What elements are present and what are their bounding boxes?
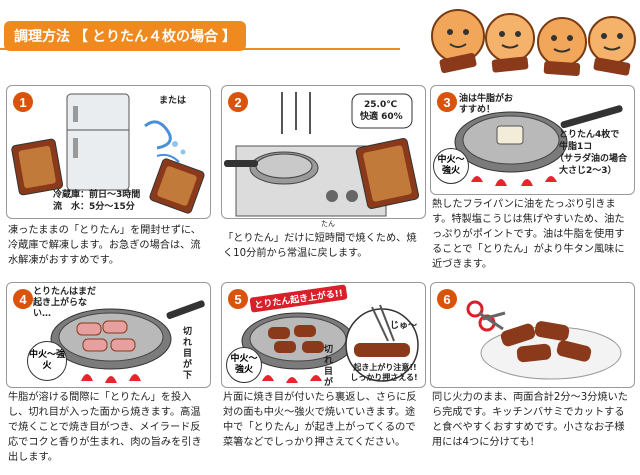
step-5-illustration: 5 とりたん起き上がる!! 中火〜強火 切れ目が上 じゅ〜 起き上がり注意!! …	[221, 282, 426, 388]
cut-label: 切れ目が下	[183, 327, 193, 381]
humid-label: 快適 60%	[360, 112, 403, 122]
step-6: 6 同じ火力のまま、両面合計2分〜3分焼いたら完成です。キッチンバサミでカットす…	[430, 282, 635, 472]
stove-illustration	[224, 92, 420, 217]
header-bracket-open: 【	[74, 29, 88, 45]
step-2: 2 25.0℃ 快適 60% たん 「とりたん」だけに短時間で焼くため、焼く10…	[221, 85, 426, 270]
step-number: 4	[13, 289, 33, 309]
fire-label: 中火〜強火	[437, 155, 465, 176]
step-2-illustration: 2 25.0℃ 快適 60%	[221, 85, 426, 219]
step-6-illustration: 6	[430, 282, 635, 388]
step-3-illustration: 3 油は牛脂がおすすめ！ 中火〜強火 とりたん4枚で 牛脂1コ （サラダ油の場合…	[430, 85, 635, 195]
header-underline	[0, 48, 400, 50]
caution-2: しっかり押さえる!	[350, 373, 418, 382]
amount-3: （サラダ油の場合	[555, 154, 628, 164]
step-4: 4 とりたんはまだ起き上がらない… 中火〜強火 切れ目が下 牛脂が溶ける間際に「…	[6, 282, 211, 472]
mascot-2	[485, 13, 535, 73]
fat-label: 油は牛脂がおすすめ！	[459, 94, 514, 115]
step-number: 2	[228, 92, 248, 112]
step-3: 3 油は牛脂がおすすめ！ 中火〜強火 とりたん4枚で 牛脂1コ （サラダ油の場合…	[430, 85, 635, 270]
mascot-1	[431, 9, 485, 74]
time-fridge: 冷蔵庫：前日〜3時間	[53, 190, 141, 200]
pan-meat-illustration	[50, 300, 205, 383]
furigana: たん	[321, 220, 335, 228]
thermo-label: 25.0℃	[364, 100, 398, 110]
cut-label: 切れ目が上	[324, 345, 334, 388]
header-box: 調理方法 【 とりたん４枚の場合 】	[6, 23, 244, 49]
step-number: 6	[437, 289, 457, 309]
mascot-4	[588, 16, 636, 76]
fire-bubble: 中火〜強火	[433, 148, 469, 184]
step-6-text: 同じ火力のまま、両面合計2分〜3分焼いたら完成です。キッチンバサミでカットすると…	[432, 392, 628, 448]
step-2-text: 「とりたん」だけに短時間で焼くため、焼く10分前から常温に戻します。	[223, 233, 417, 259]
step-number: 1	[13, 92, 33, 112]
header-subtitle: とりたん４枚の場合	[92, 29, 218, 45]
fridge-illustration	[11, 93, 205, 214]
bend-label: とりたんはまだ起き上がらない…	[33, 287, 97, 319]
step-3-text: 熱したフライパンに油をたっぷり引きます。特製塩こうじは焦げやすいため、油たっぷり…	[432, 199, 625, 270]
alt-label: または	[159, 96, 187, 106]
amount-4: 大さじ2〜3）	[559, 166, 617, 176]
header-bracket-close: 】	[222, 29, 236, 45]
step-number: 3	[437, 92, 457, 112]
step-5-text: 片面に焼き目が付いたら裏返し、さらに反対の面も中火〜強火で焼いていきます。途中で…	[223, 392, 417, 448]
step-1-text: 凍ったままの「とりたん」を開封せずに、冷蔵庫で解凍します。お急ぎの場合は、流水解…	[8, 225, 201, 266]
frypan-illustration	[454, 105, 623, 186]
time-water: 流 水：5分〜15分	[53, 202, 135, 212]
mascots-illustration	[431, 9, 636, 77]
step-4-illustration: 4 とりたんはまだ起き上がらない… 中火〜強火 切れ目が下	[6, 282, 211, 388]
step-1-illustration: 1 または 冷蔵庫：前日〜3時間 流 水：5分〜15分	[6, 85, 211, 219]
scissors-icon	[466, 300, 506, 332]
step-number: 5	[228, 289, 248, 309]
section-header: 調理方法 【 とりたん４枚の場合 】	[6, 22, 244, 50]
fire-label: 中火〜強火	[230, 354, 258, 375]
fire-label: 中火〜強火	[28, 350, 65, 371]
fire-bubble: 中火〜強火	[27, 341, 67, 381]
step-1: 1 または 冷蔵庫：前日〜3時間 流 水：5分〜15分 凍ったままの「とりたん」…	[6, 85, 211, 270]
sizzle-label: じゅ〜	[390, 321, 418, 331]
amount-1: とりたん4枚で	[559, 130, 620, 140]
mascot-3	[537, 17, 587, 77]
step-5: 5 とりたん起き上がる!! 中火〜強火 切れ目が上 じゅ〜 起き上がり注意!! …	[221, 282, 426, 472]
pan-flip-illustration	[241, 304, 419, 383]
step-4-text: 牛脂が溶ける間際に「とりたん」を投入し、切れ目が入った面から焼きます。高温で焼く…	[8, 392, 202, 463]
amount-2: 牛脂1コ	[559, 142, 593, 152]
header-title: 調理方法	[14, 29, 70, 45]
cut-meat-illustration	[466, 300, 622, 380]
caution-1: 起き上がり注意!!	[353, 363, 417, 372]
fire-bubble: 中火〜強火	[226, 347, 262, 383]
